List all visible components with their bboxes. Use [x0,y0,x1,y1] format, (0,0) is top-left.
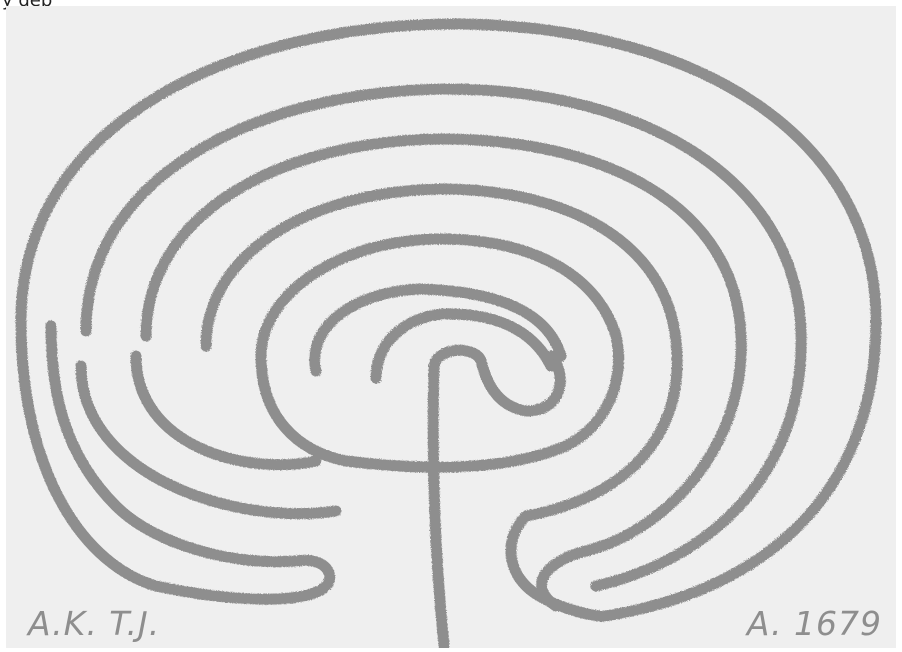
labyrinth-right-turn [511,516,606,616]
labyrinth-icon [6,6,896,648]
labyrinth-arc-6 [86,89,801,586]
inscription-year: A. 1679 [747,604,882,643]
labyrinth-arc-5 [146,139,741,551]
inscription-initials: A.K. T.J. [28,604,160,643]
labyrinth-left-return-1 [136,356,316,465]
labyrinth-image: A.K. T.J. A. 1679 [6,6,896,648]
